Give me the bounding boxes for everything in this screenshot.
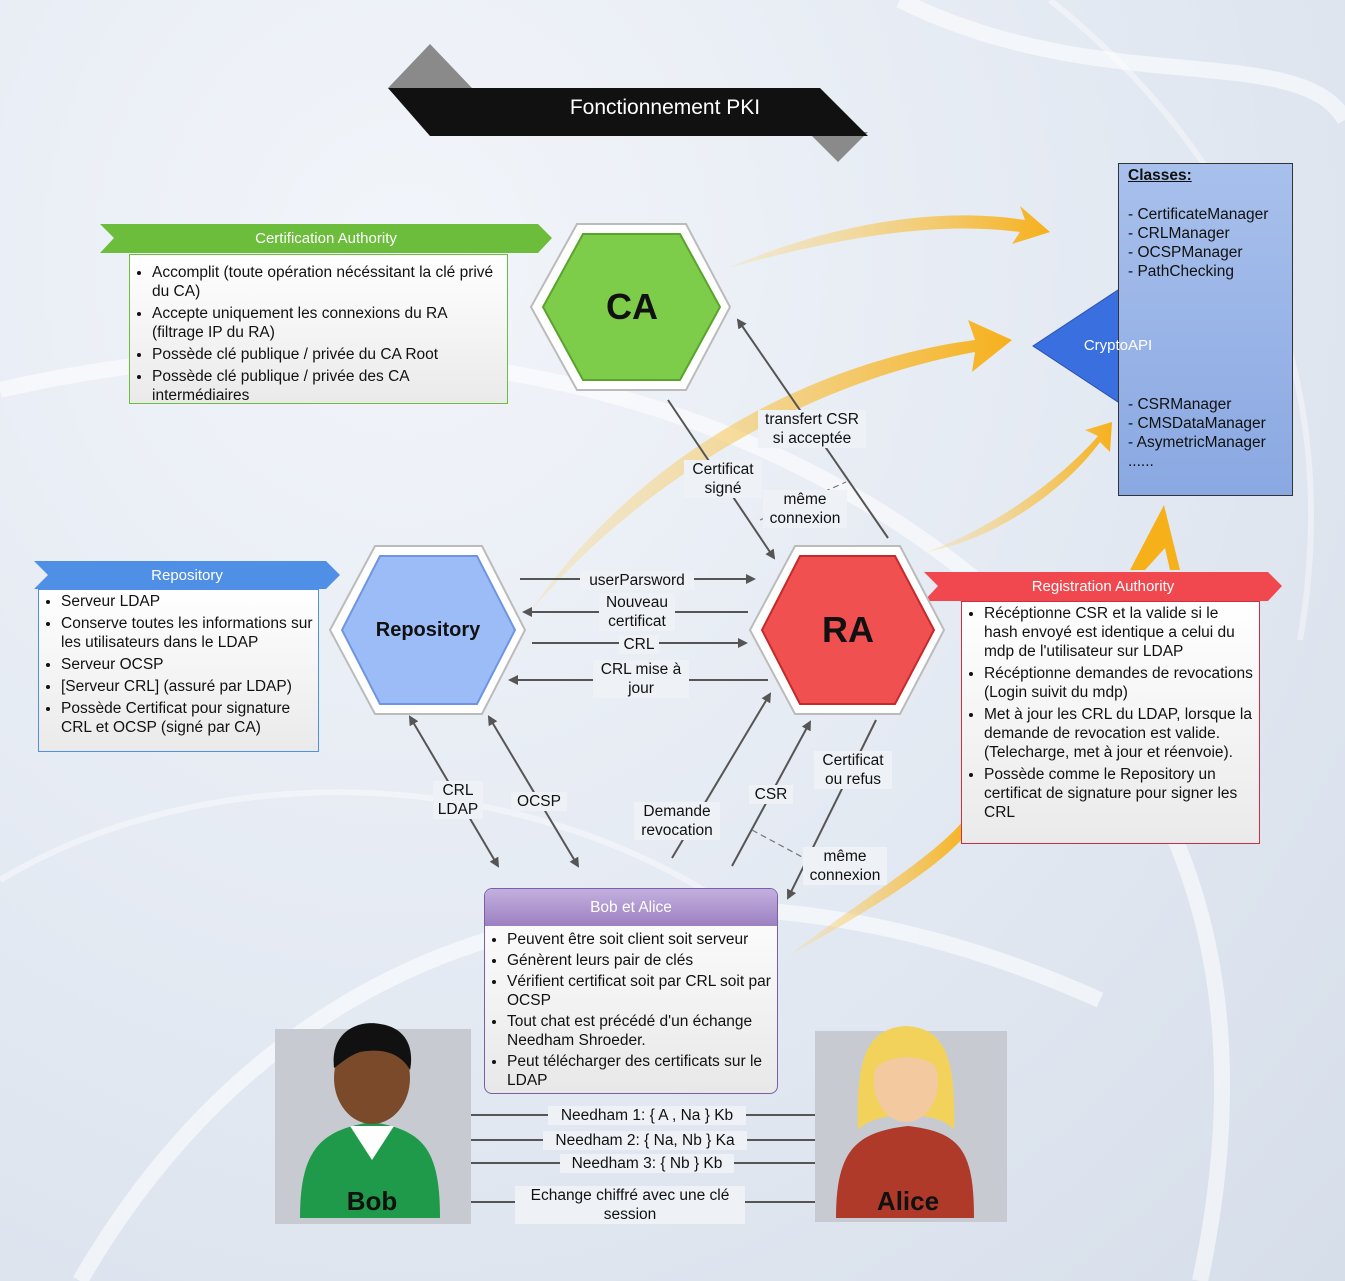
bob-alice-item: Vérifient certificat soit par CRL soit p… [507,972,771,1010]
edge-label-csr: CSR [749,785,793,804]
class-item: - CertificateManager [1128,206,1269,223]
ca-hexagon [529,223,732,391]
ra-item: Met à jour les CRL du LDAP, lorsque la d… [984,705,1253,762]
alice-avatar [815,1026,1007,1222]
ca-item: Possède clé publique / privée du CA Root [152,345,501,364]
ra-description: Récéptionne CSR et la valide si le hash … [961,601,1260,844]
bob-alice-item: Génèrent leurs pair de clés [507,951,771,970]
repo-item: [Serveur CRL] (assuré par LDAP) [61,677,314,696]
ra-item: Récéptionne CSR et la valide si le hash … [984,604,1253,661]
repo-item: Serveur OCSP [61,655,314,674]
needham-2-label: Needham 2: { Na, Nb } Ka [543,1131,747,1150]
class-ellipsis: ...... [1128,453,1154,470]
edge-label-certificat-ou-refus: Certificat ou refus [814,751,892,789]
edge-label-user-password: userParsword [580,571,694,590]
ra-item: Possède comme le Repository un certifica… [984,765,1253,822]
ca-hex-label: CA [606,286,658,327]
ra-ribbon-label: Registration Authority [1031,578,1175,595]
bob-alice-header: Bob et Alice [485,889,777,926]
repo-ribbon-shape [34,561,340,589]
class-item: - CSRManager [1128,396,1232,413]
classes-header: Classes: [1128,167,1192,184]
repository-hex-label: Repository [375,619,481,641]
ca-ribbon-shape [100,224,552,253]
title-banner [388,44,868,162]
bob-alice-description: Bob et Alice Peuvent être soit client so… [484,888,778,1094]
bob-name: Bob [346,1186,398,1216]
repo-ribbon-label: Repository [151,566,223,584]
ca-item: Accepte uniquement les connexions du RA … [152,304,501,342]
cryptoapi-label: CryptoAPI [1083,337,1153,354]
ra-ribbon-shape [924,572,1282,601]
page-title: Fonctionnement PKI [569,96,761,119]
edge-label-ocsp: OCSP [511,792,567,811]
class-item: - PathChecking [1128,263,1234,280]
bob-alice-item: Peut télécharger des certificats sur le … [507,1052,771,1090]
repository-description: Serveur LDAP Conserve toutes les informa… [38,589,319,752]
class-item: - OCSPManager [1128,244,1243,261]
orange-arrows [530,206,1180,955]
ca-description: Accomplit (toute opération nécéssitant l… [129,254,508,404]
edge-label-meme-connexion-2: même connexion [803,847,887,885]
needham-3-label: Needham 3: { Nb } Kb [560,1154,734,1173]
ca-ribbon-label: Certification Authority [255,230,397,247]
repository-hexagon [328,545,527,715]
needham-1-label: Needham 1: { A , Na } Kb [548,1106,746,1125]
edge-label-crl-mise-a-jour: CRL mise à jour [593,660,689,698]
class-item: - CMSDataManager [1128,415,1266,432]
ca-item: Possède clé publique / privée des CA int… [152,367,501,405]
edge-label-meme-connexion: même connexion [763,490,847,528]
edge-label-crl-ldap: CRL LDAP [433,781,483,819]
class-item: - AsymetricManager [1128,434,1266,451]
ra-item: Récéptionne demandes de revocations (Log… [984,664,1253,702]
class-item: - CRLManager [1128,225,1230,242]
classes-panel: Classes: - CertificateManager - CRLManag… [1118,163,1293,496]
repo-item: Possède Certificat pour signature CRL et… [61,699,314,737]
repo-item: Serveur LDAP [61,592,314,611]
edge-label-transfert-csr: transfert CSR si acceptée [758,410,866,448]
edge-label-demande-revocation: Demande revocation [634,802,720,840]
ra-hex-label: RA [822,609,874,650]
ra-hexagon [748,545,946,715]
bob-avatar [275,1023,471,1224]
repo-item: Conserve toutes les informations sur les… [61,614,314,652]
session-exchange-label: Echange chiffré avec une clé session [515,1186,745,1224]
bob-alice-item: Peuvent être soit client soit serveur [507,930,771,949]
alice-name: Alice [876,1186,940,1216]
edge-label-crl: CRL [619,635,659,654]
edge-label-certificat-signe: Certificat signé [684,460,762,498]
edge-label-nouveau-certificat: Nouveau certificat [599,593,675,631]
ca-item: Accomplit (toute opération nécéssitant l… [152,263,501,301]
bob-alice-item: Tout chat est précédé d'un échange Needh… [507,1012,771,1050]
